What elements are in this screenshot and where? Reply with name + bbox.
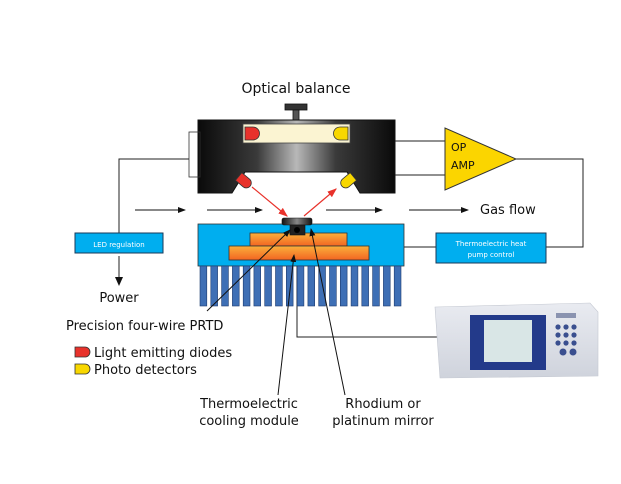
- pointer-lines: [206, 228, 346, 396]
- hygrometer-instrument: [434, 302, 599, 379]
- balance-beam: [242, 123, 351, 144]
- heat-sink-fin: [253, 265, 261, 307]
- legend: Light emitting diodes Photo detectors: [74, 346, 232, 378]
- heat-sink-fin: [361, 265, 369, 307]
- instrument-keypad: [555, 324, 577, 356]
- heat-sink-fin: [275, 265, 283, 307]
- op-amp-label-line2: AMP: [451, 159, 475, 172]
- heat-sink-fin: [264, 265, 272, 307]
- peltier-lower: [228, 245, 370, 261]
- led-regulation-box: LED regulation: [74, 232, 164, 254]
- heat-sink-fin: [383, 265, 391, 307]
- legend-detector-label: Photo detectors: [94, 363, 197, 378]
- heat-sink-fin: [242, 265, 251, 307]
- heat-pump-label-line2: pump control: [468, 251, 515, 259]
- reflected-beam: [303, 188, 337, 217]
- cooling-module-label-line2: cooling module: [199, 414, 299, 429]
- heat-sink-fin: [285, 265, 294, 307]
- legend-led-label: Light emitting diodes: [94, 346, 232, 361]
- gas-flow-label: Gas flow: [480, 203, 536, 218]
- side-bracket: [188, 131, 201, 178]
- heat-sink-fin: [199, 265, 208, 307]
- heat-sink-fin: [307, 265, 315, 307]
- heat-sink-fin: [372, 265, 380, 307]
- heat-sink-fin: [350, 265, 359, 307]
- power-label: Power: [99, 291, 139, 306]
- heat-sink-fin: [221, 265, 229, 307]
- op-amp-label-line1: OP: [451, 141, 467, 154]
- optical-balance-body: [188, 119, 396, 194]
- heat-sink-fin: [329, 265, 337, 307]
- heat-sink-fin: [318, 265, 326, 307]
- led-top-icon: [244, 126, 260, 141]
- heat-pump-control-box: Thermoelectric heat pump control: [435, 232, 547, 264]
- detector-top-icon: [333, 126, 349, 141]
- mirror-assembly: [281, 217, 313, 236]
- legend-led-icon: [74, 346, 91, 358]
- mirror-label-line1: Rhodium or: [345, 397, 421, 412]
- instrument-logo: [556, 313, 576, 318]
- op-amp: OP AMP: [444, 127, 518, 191]
- instrument-screen: [484, 320, 532, 362]
- heat-pump-label-line1: Thermoelectric heat: [455, 240, 527, 248]
- legend-detector-icon: [74, 363, 91, 375]
- detector-bottom-icon: [340, 172, 358, 189]
- heat-sink-fin: [339, 265, 348, 307]
- led-regulation-label: LED regulation: [93, 241, 145, 249]
- heat-sink-fin: [393, 265, 402, 307]
- prtd-label: Precision four-wire PRTD: [66, 319, 223, 334]
- cooling-module: [197, 223, 405, 307]
- heat-sink-fin: [232, 265, 240, 307]
- optical-balance-label: Optical balance: [241, 81, 350, 97]
- heat-sink-fin: [296, 265, 305, 307]
- cooling-module-label-line1: Thermoelectric: [199, 397, 298, 412]
- power-arrow-icon: [115, 277, 123, 286]
- heat-sink-fin: [210, 265, 218, 307]
- incident-beam: [251, 186, 288, 217]
- mirror-label-line2: platinum mirror: [332, 414, 434, 429]
- led-bottom-icon: [234, 172, 252, 189]
- heat-sink-fins: [199, 265, 402, 307]
